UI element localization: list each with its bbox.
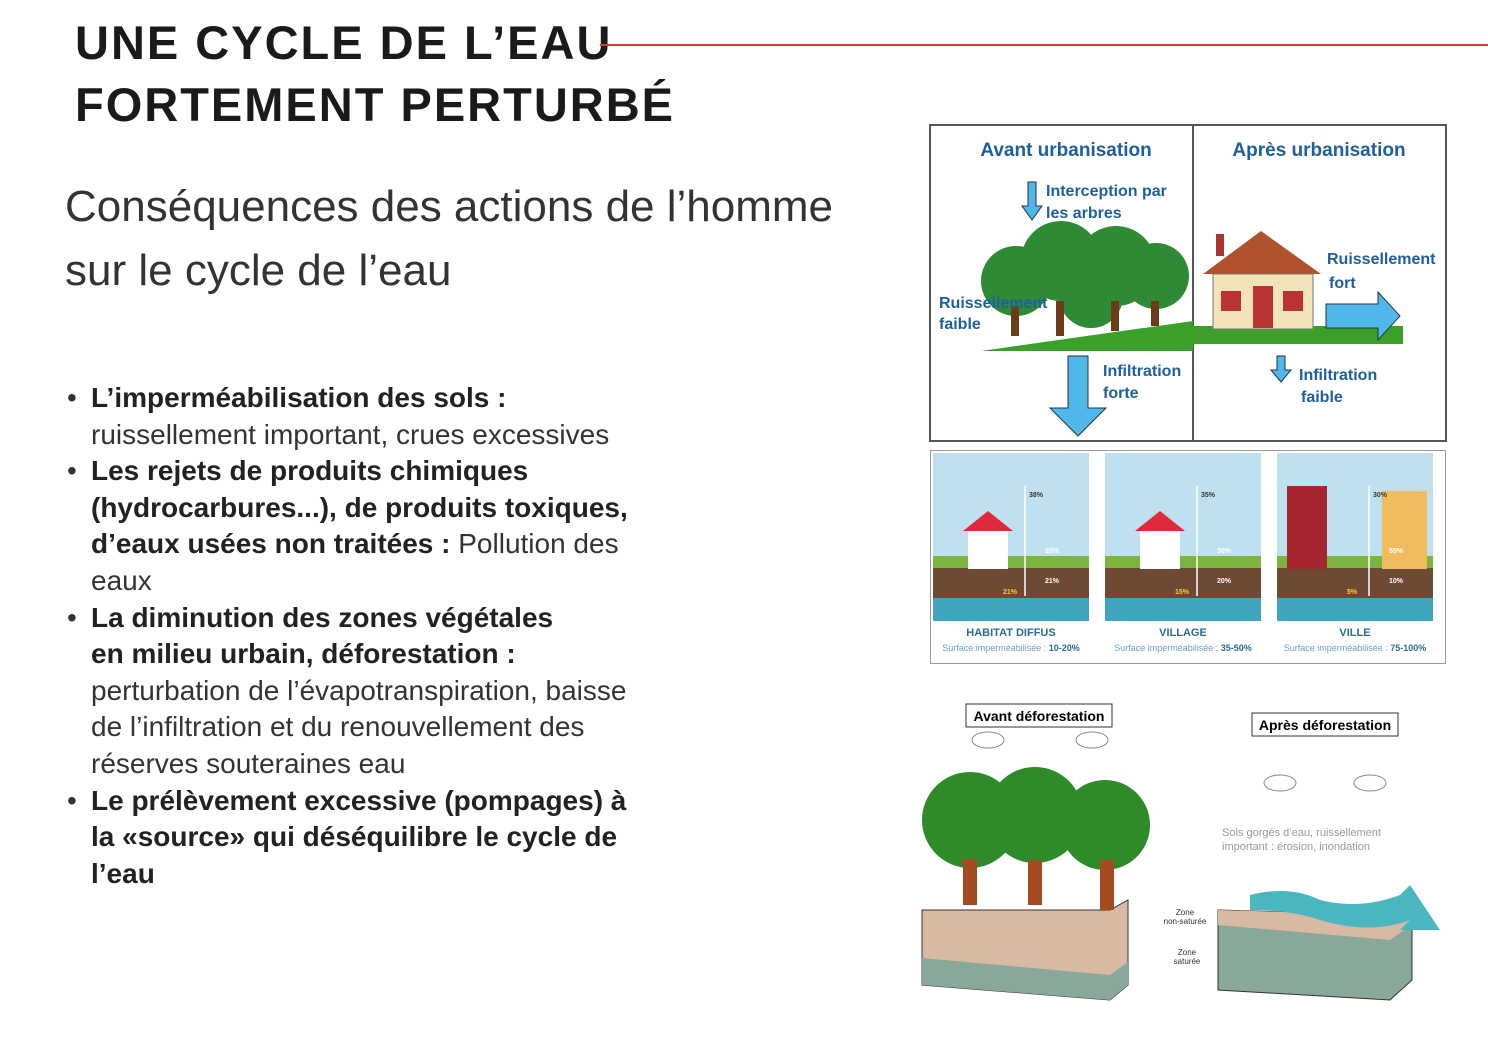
label-avant-urbanisation: Avant urbanisation <box>980 140 1151 161</box>
list-item: La diminution des zones végétales en mil… <box>62 600 626 783</box>
page-title: UNE CYCLE DE L’EAU FORTEMENT PERTURBÉ <box>75 12 675 136</box>
panel-surface: Surface imperméabilisée : 10-20% <box>942 643 1080 653</box>
title-line-2: FORTEMENT PERTURBÉ <box>75 78 675 131</box>
panel-title: HABITAT DIFFUS <box>966 627 1055 639</box>
subtitle: Conséquences des actions de l’homme sur l… <box>65 175 833 303</box>
surface-value: 75-100% <box>1390 643 1426 653</box>
label-avant-deforestation: Avant déforestation <box>974 708 1105 724</box>
subtitle-line-2: sur le cycle de l’eau <box>65 246 452 295</box>
panel-soil <box>1105 568 1261 598</box>
label-infiltration-faible: Infiltration <box>1299 367 1377 384</box>
label-infiltration-forte-2: forte <box>1103 385 1139 402</box>
label-interception: Interception par <box>1046 183 1167 200</box>
label-zone-saturee: Zone <box>1178 948 1197 957</box>
item-heading: L’imperméabilisation des sols : <box>91 382 507 413</box>
item-heading: Les rejets de produits chimiques (hydroc… <box>91 455 628 560</box>
ground <box>981 321 1193 351</box>
rain-cloud-icons <box>971 731 1387 792</box>
label-infiltration-forte: Infiltration <box>1103 363 1181 380</box>
title-line-1: UNE CYCLE DE L’EAU <box>75 16 613 69</box>
surface-label: Surface imperméabilisée : <box>942 643 1049 653</box>
label-apres-deforestation: Après déforestation <box>1259 717 1391 733</box>
building-icon <box>1382 491 1427 569</box>
label-ruissellement-faible: Ruissellement <box>939 295 1048 312</box>
label-ruissellement-fort-2: fort <box>1329 275 1356 292</box>
list-item: Le prélèvement excessive (pompages) à la… <box>62 783 651 893</box>
house-icon <box>1135 511 1185 531</box>
panel-grass <box>1105 556 1261 568</box>
left-soil-block <box>921 899 1129 1001</box>
arrow-right-icon <box>1325 290 1401 342</box>
title-divider <box>600 44 1488 46</box>
house-wall <box>968 531 1008 569</box>
runoff-value: 55% <box>1389 548 1404 555</box>
panel-grass <box>933 556 1089 568</box>
list-item: L’imperméabilisation des sols : ruisselle… <box>62 380 662 453</box>
shallow-infiltration-value: 20% <box>1217 578 1232 585</box>
panels-illustration: 38% 20% 21% 21% HABITAT DIFFUS Surface imperm… <box>933 453 1433 653</box>
runoff-value: 30% <box>1217 548 1232 555</box>
arrow-down-large-icon <box>1048 355 1108 437</box>
urbanisation-illustration: Avant urbanisation Après urbanisation In… <box>939 126 1436 440</box>
label-zone-saturee-2: saturée <box>1174 957 1201 966</box>
panel-water <box>933 598 1089 621</box>
deep-infiltration-value: 5% <box>1347 589 1358 596</box>
urbanisation-diagram: Avant urbanisation Après urbanisation In… <box>929 124 1447 442</box>
item-text: Pollution des eaux <box>91 528 619 596</box>
panel-soil <box>1277 568 1433 598</box>
note-sols-gorges-2: important : érosion, inondation <box>1222 841 1370 853</box>
trees-icon <box>981 221 1189 336</box>
shallow-infiltration-value: 10% <box>1389 578 1404 585</box>
item-text: perturbation de l’évapotranspiration, ba… <box>91 674 627 779</box>
label-infiltration-faible-2: faible <box>1301 389 1343 406</box>
consequences-list: L’imperméabilisation des sols : ruisselle… <box>62 380 662 892</box>
panel-surface: Surface imperméabilisée : 75-100% <box>1284 643 1427 653</box>
note-sols-gorges: Sols gorgés d’eau, ruissellement <box>1222 827 1381 839</box>
trees-icon <box>922 767 1150 910</box>
panel-water <box>1277 598 1433 621</box>
evapotranspiration-value: 30% <box>1373 492 1388 499</box>
evapotranspiration-value: 35% <box>1201 492 1216 499</box>
label-ruissellement-faible-2: faible <box>939 316 981 333</box>
label-interception-2: les arbres <box>1046 205 1122 222</box>
label-zone-non-saturee: Zone <box>1176 908 1195 917</box>
panel-surface: Surface imperméabilisée : 35-50% <box>1114 643 1252 653</box>
evapotranspiration-value: 38% <box>1029 492 1044 499</box>
surface-label: Surface imperméabilisée : <box>1284 643 1391 653</box>
panel-water <box>1105 598 1261 621</box>
surface-label: Surface imperméabilisée : <box>1114 643 1221 653</box>
arrow-down-small-icon <box>1269 355 1293 383</box>
label-apres-urbanisation: Après urbanisation <box>1232 140 1405 161</box>
label-zone-non-saturee-2: non-saturée <box>1164 917 1207 926</box>
list-item: Les rejets de produits chimiques (hydroc… <box>62 453 662 599</box>
house-icon <box>963 511 1013 531</box>
panel-title: VILLE <box>1339 627 1370 639</box>
subtitle-line-1: Conséquences des actions de l’homme <box>65 182 834 231</box>
panel-title: VILLAGE <box>1159 627 1207 639</box>
house-icon <box>1203 231 1321 330</box>
panel-soil <box>933 568 1089 598</box>
shallow-infiltration-value: 21% <box>1045 578 1060 585</box>
runoff-arrow-icon <box>1250 885 1440 930</box>
deep-infiltration-value: 21% <box>1003 589 1018 596</box>
runoff-value: 20% <box>1045 548 1060 555</box>
deforestation-illustration: Avant déforestation Après déforestation … <box>921 703 1440 1001</box>
impermeabilisation-panels: 38% 20% 21% 21% HABITAT DIFFUS Surface imperm… <box>930 450 1446 664</box>
surface-value: 10-20% <box>1049 643 1080 653</box>
item-heading: Le prélèvement excessive (pompages) à la… <box>91 784 627 889</box>
surface-value: 35-50% <box>1221 643 1252 653</box>
item-text: ruissellement important, crues excessive… <box>91 418 610 450</box>
deforestation-diagram: Avant déforestation Après déforestation … <box>920 700 1488 1010</box>
building-icon <box>1287 486 1327 569</box>
house-wall <box>1140 531 1180 569</box>
arrow-down-icon <box>1021 181 1043 221</box>
item-heading: La diminution des zones végétales en mil… <box>91 601 554 670</box>
label-ruissellement-fort: Ruissellement <box>1327 251 1436 268</box>
deep-infiltration-value: 15% <box>1175 589 1190 596</box>
